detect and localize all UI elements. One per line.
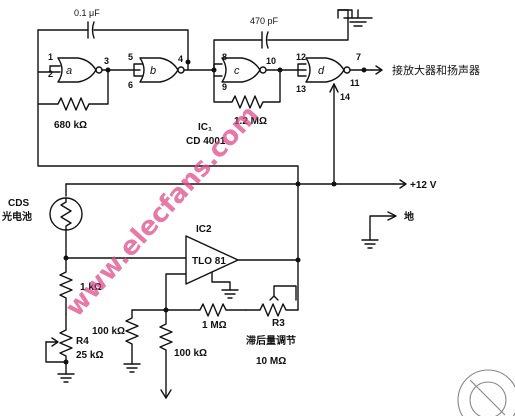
pin-10: 10 bbox=[266, 56, 276, 66]
pin-11: 11 bbox=[350, 78, 360, 88]
gate-d bbox=[305, 57, 351, 83]
corner-logo bbox=[457, 369, 515, 416]
pin-3: 3 bbox=[104, 56, 109, 66]
opamp-ic2 bbox=[185, 235, 299, 299]
pot-r4 bbox=[45, 313, 75, 383]
wire-b-inputs bbox=[133, 63, 143, 77]
resistor-1k bbox=[59, 257, 73, 315]
pin-1: 1 bbox=[48, 52, 53, 62]
gate-c bbox=[221, 57, 267, 83]
r100b-label: 100 kΩ bbox=[174, 348, 207, 359]
resistor-680k bbox=[37, 69, 109, 111]
r4-name: R4 bbox=[76, 336, 89, 347]
ic1-name: IC₁ bbox=[198, 122, 212, 133]
r4-val: 25 kΩ bbox=[76, 350, 103, 361]
supply-label: +12 V bbox=[410, 180, 437, 191]
resistor-100k-a bbox=[123, 309, 167, 373]
gate-a bbox=[57, 57, 103, 83]
output-label: 接放大器和扬声器 bbox=[392, 63, 480, 77]
r3-val: 10 MΩ bbox=[256, 356, 286, 367]
gate-b-letter: b bbox=[150, 65, 156, 77]
gate-d-letter: d bbox=[318, 65, 325, 77]
pin-4: 4 bbox=[178, 54, 183, 64]
pin-13: 13 bbox=[296, 84, 306, 94]
pin-5: 5 bbox=[128, 52, 133, 62]
wire-a-in2 bbox=[49, 65, 61, 73]
r1-2m-label: 1.2 MΩ bbox=[234, 116, 267, 127]
r100a-label: 100 kΩ bbox=[92, 326, 125, 337]
gate-c-letter: c bbox=[234, 65, 240, 77]
cds-label-1: CDS bbox=[8, 198, 29, 209]
pin-12: 12 bbox=[296, 52, 306, 62]
ic2-name: IC2 bbox=[196, 224, 212, 235]
r1m-label: 1 MΩ bbox=[202, 320, 227, 331]
ic1-part: CD 4001 bbox=[186, 136, 226, 147]
wire-plus-input bbox=[165, 273, 187, 311]
resistor-100k-b bbox=[159, 309, 173, 399]
pin-8: 8 bbox=[222, 52, 227, 62]
pin-14: 14 bbox=[340, 92, 350, 102]
ground-label: 地 bbox=[404, 210, 414, 223]
cap-470pf bbox=[213, 9, 349, 71]
r3-name: R3 bbox=[272, 318, 285, 329]
cds-photocell bbox=[49, 183, 83, 259]
r1k-label: 1 kΩ bbox=[80, 282, 102, 293]
resistor-1-2m bbox=[213, 69, 281, 109]
ground-legend bbox=[361, 211, 397, 249]
gate-a-letter: a bbox=[66, 65, 72, 77]
pot-r3 bbox=[245, 285, 299, 317]
ground-top bbox=[337, 9, 373, 27]
supply-bus bbox=[65, 179, 407, 189]
cap1-label: 0.1 μF bbox=[74, 8, 100, 18]
wire-left-rail bbox=[37, 103, 299, 185]
resistor-1m bbox=[165, 303, 247, 317]
pin-7: 7 bbox=[356, 52, 361, 62]
ic2-part: TLO 81 bbox=[192, 256, 226, 267]
pin-6: 6 bbox=[128, 80, 133, 90]
cds-label-2: 光电池 bbox=[1, 210, 32, 223]
cap-0-1uf bbox=[37, 21, 189, 63]
cap2-label: 470 pF bbox=[250, 16, 279, 26]
r680k-label: 680 kΩ bbox=[54, 120, 87, 131]
pin-9: 9 bbox=[222, 82, 227, 92]
pin-2: 2 bbox=[48, 69, 53, 79]
r3-desc: 滞后量调节 bbox=[246, 334, 296, 347]
